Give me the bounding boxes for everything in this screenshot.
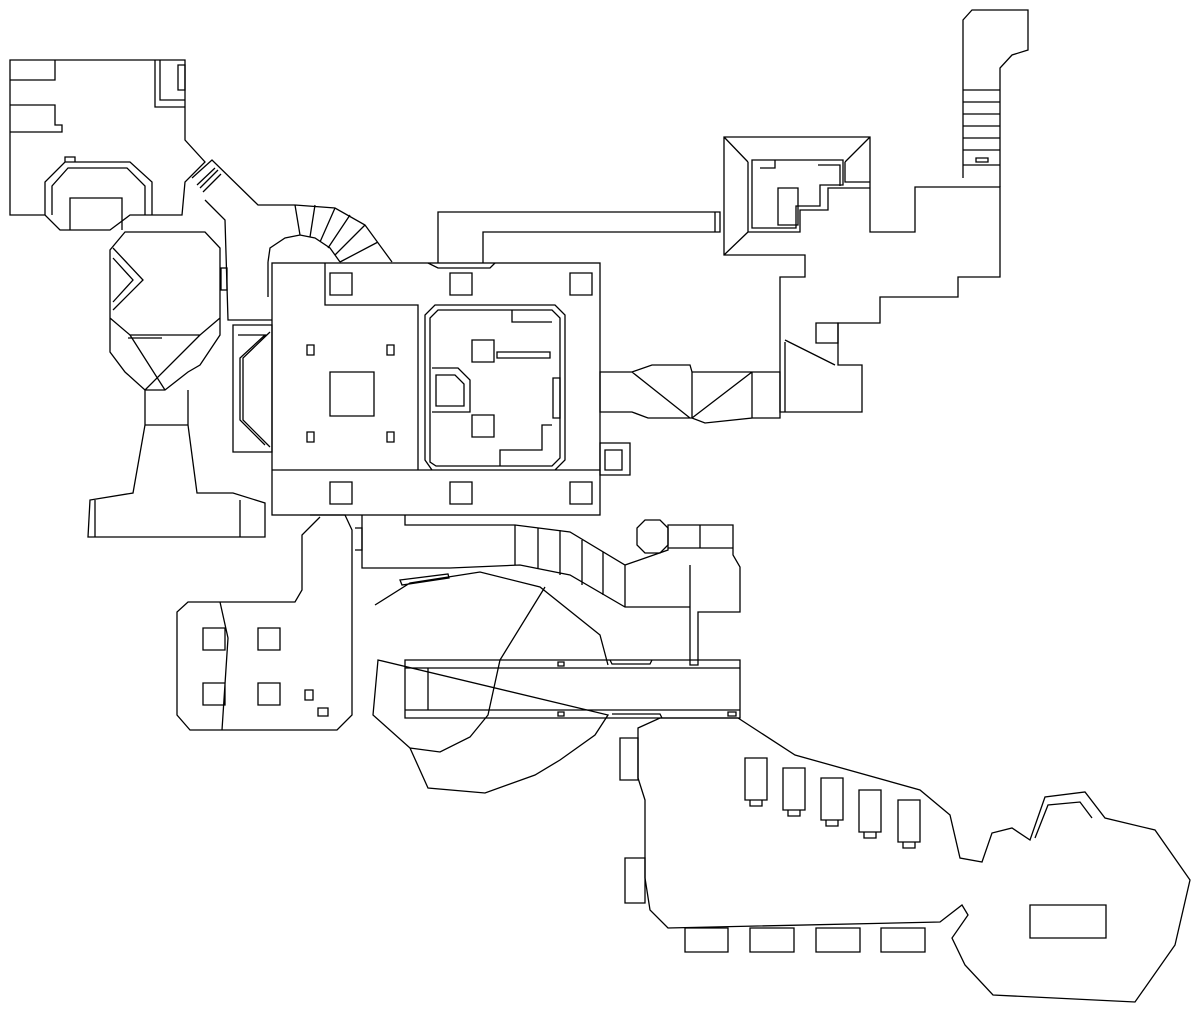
west-room — [232, 324, 273, 453]
east-door — [599, 442, 631, 476]
se-pillars — [744, 757, 921, 849]
south-corridor — [361, 515, 741, 666]
north-corridor — [427, 211, 721, 269]
central-inner — [272, 263, 600, 471]
nw-pod — [44, 156, 153, 230]
ne-inner — [751, 159, 844, 412]
ne-building — [723, 136, 1001, 413]
central-pillars — [306, 272, 593, 505]
nw-room — [9, 59, 206, 231]
south-pod — [636, 519, 669, 554]
se-alcoves — [619, 737, 1107, 953]
south-bridge — [404, 659, 741, 719]
west-stem — [87, 390, 266, 538]
se-room — [637, 717, 1191, 1003]
west-door — [220, 267, 228, 291]
ne-tower — [962, 9, 1029, 187]
west-hall — [109, 231, 221, 391]
sw-room — [176, 514, 363, 731]
curved-stairs — [267, 204, 393, 297]
nw-alcoves — [10, 60, 186, 133]
east-corridor — [599, 364, 781, 424]
nw-connector — [191, 159, 295, 321]
central-altar — [432, 351, 561, 419]
cave — [372, 571, 610, 794]
